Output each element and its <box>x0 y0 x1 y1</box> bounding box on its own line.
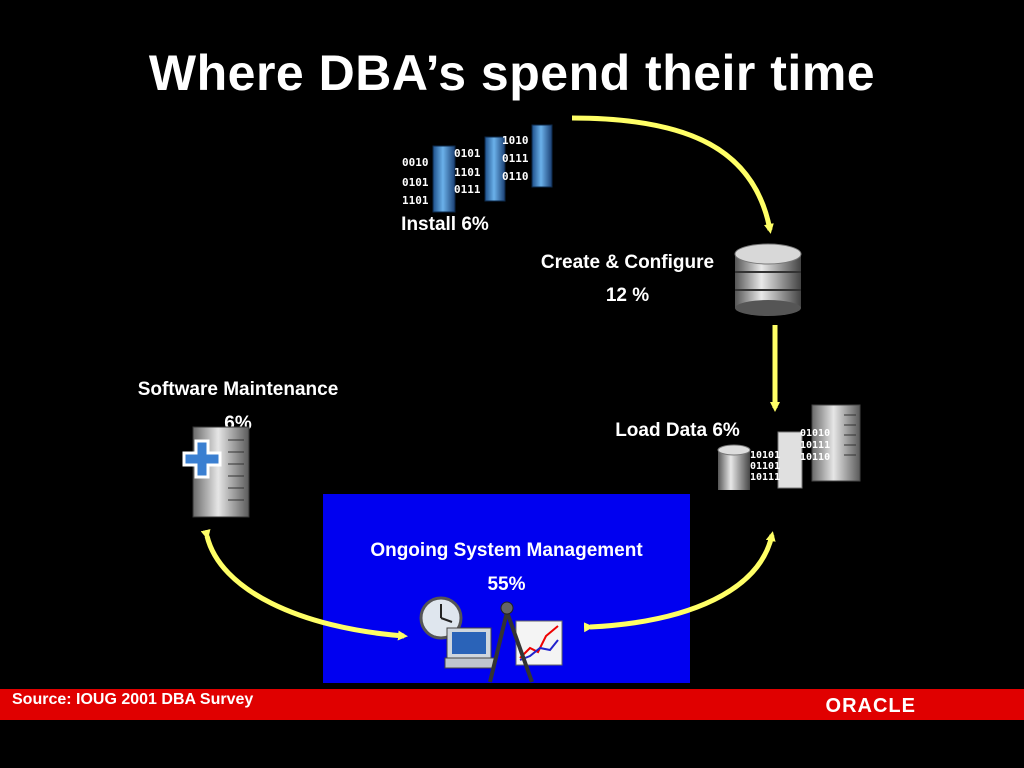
ongoing-percent: 55% <box>487 574 526 595</box>
footer-bar: Source: IOUG 2001 DBA Survey ORACLE <box>0 689 1024 720</box>
oracle-logo: ORACLE <box>825 695 916 717</box>
load-binary-2b: 10111 <box>800 440 830 451</box>
binary-2a: 0101 <box>454 147 481 160</box>
arrow-maintenance-ongoing <box>200 528 408 641</box>
load-data-label: Load Data 6% <box>615 420 740 441</box>
load-binary-1a: 10101 <box>750 450 780 461</box>
slide-title: Where DBA’s spend their time <box>148 45 876 101</box>
binary-2b: 1101 <box>454 166 481 179</box>
binary-3c: 0110 <box>502 170 529 183</box>
create-configure-percent: 12 % <box>605 285 650 306</box>
database-cylinder-icon <box>734 243 802 316</box>
load-binary-1c: 10111 <box>750 472 780 483</box>
load-binary-2c: 10110 <box>800 452 830 463</box>
plus-icon <box>182 439 222 479</box>
load-binary-1b: 01101 <box>750 461 780 472</box>
flow-arrows <box>200 115 780 641</box>
software-maintenance-label: Software Maintenance <box>137 379 339 400</box>
binary-3a: 1010 <box>502 134 529 147</box>
create-configure-label: Create & Configure <box>540 252 715 273</box>
install-servers-icon: 0010 0101 1101 0101 1101 0111 1010 0111 … <box>402 124 553 213</box>
maintenance-server-icon <box>182 426 250 518</box>
load-data-icon: 10101 01101 10111 01010 10111 10110 <box>717 404 861 490</box>
load-binary-2a: 01010 <box>800 428 830 439</box>
binary-1c: 1101 <box>402 194 429 207</box>
ongoing-label: Ongoing System Management <box>370 540 643 561</box>
arrow-ongoing-load <box>583 531 776 633</box>
binary-1b: 0101 <box>402 176 429 189</box>
management-tools-icon <box>419 596 563 683</box>
source-text: Source: IOUG 2001 DBA Survey <box>12 691 254 708</box>
arrow-install-to-create <box>571 115 774 234</box>
install-label: Install 6% <box>401 214 489 235</box>
binary-1a: 0010 <box>402 156 429 169</box>
binary-2c: 0111 <box>454 183 481 196</box>
binary-3b: 0111 <box>502 152 529 165</box>
